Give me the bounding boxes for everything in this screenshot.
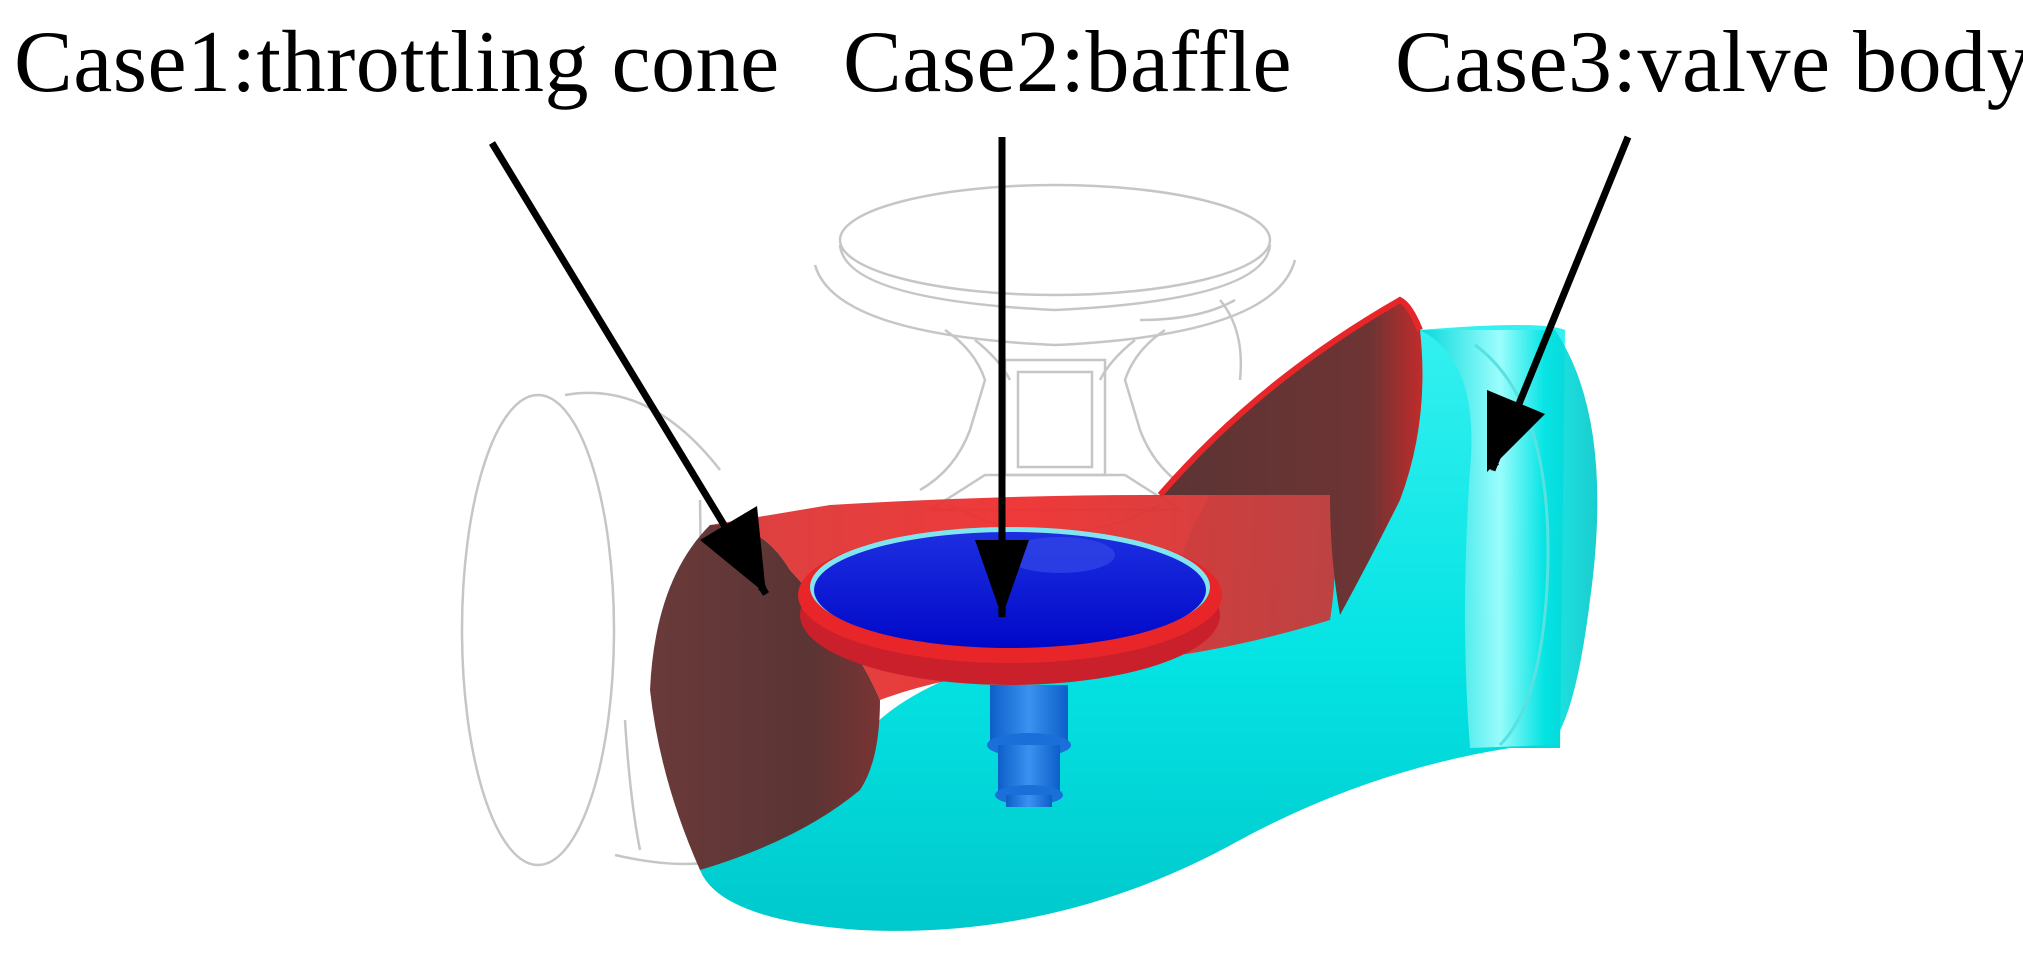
case2-arrowhead: [975, 540, 1029, 617]
throttling-cone-top-edge: [1157, 296, 1423, 497]
case1-arrowhead: [700, 506, 766, 594]
arrow-heads: [700, 390, 1545, 617]
case3-arrowhead: [1487, 390, 1545, 472]
case3-label: Case3:valve body: [1395, 14, 2023, 111]
case2-label: Case2:baffle: [843, 14, 1293, 111]
outlet-cylinder: [1420, 330, 1598, 748]
case1-label: Case1:throttling cone: [14, 14, 780, 111]
outlet-rim: [1474, 343, 1550, 747]
valve-stem: [987, 685, 1071, 807]
baffle-boss: [1005, 537, 1115, 573]
throttling-cone-right: [1160, 300, 1423, 615]
case1-arrow: [489, 141, 769, 596]
